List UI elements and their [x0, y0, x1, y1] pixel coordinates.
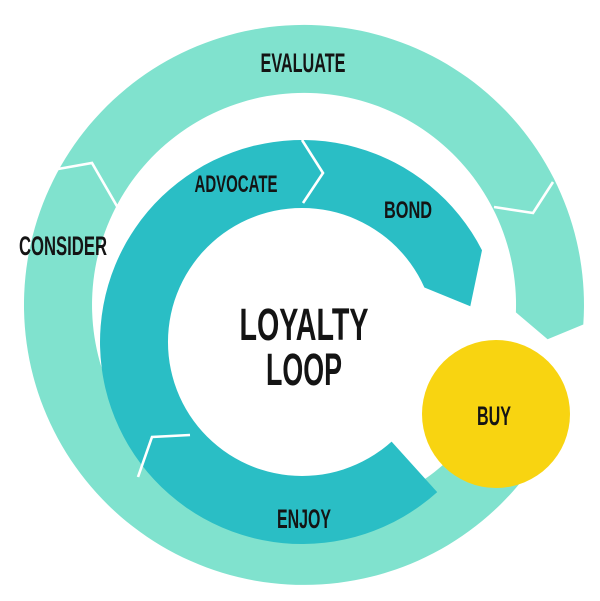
chevron-outer-left-tail-icon: [107, 225, 130, 258]
label-buy: BUY: [477, 401, 511, 431]
chevron-outer-left-icon: [57, 161, 120, 209]
label-consider: CONSIDER: [19, 231, 107, 261]
label-enjoy: ENJOY: [277, 504, 331, 534]
label-advocate: ADVOCATE: [195, 171, 278, 198]
label-evaluate: EVALUATE: [261, 48, 346, 78]
buy-circle: [422, 340, 570, 488]
title-line-1: LOYALTY: [240, 299, 369, 350]
chevron-outer-right-icon: [493, 181, 555, 215]
title-line-2: LOOP: [266, 344, 342, 395]
label-bond: BOND: [384, 197, 432, 224]
loyalty-loop-ring: [100, 140, 482, 545]
chevron-inner-top-icon: [300, 139, 325, 204]
chevron-inner-bottom-icon: [136, 433, 191, 478]
